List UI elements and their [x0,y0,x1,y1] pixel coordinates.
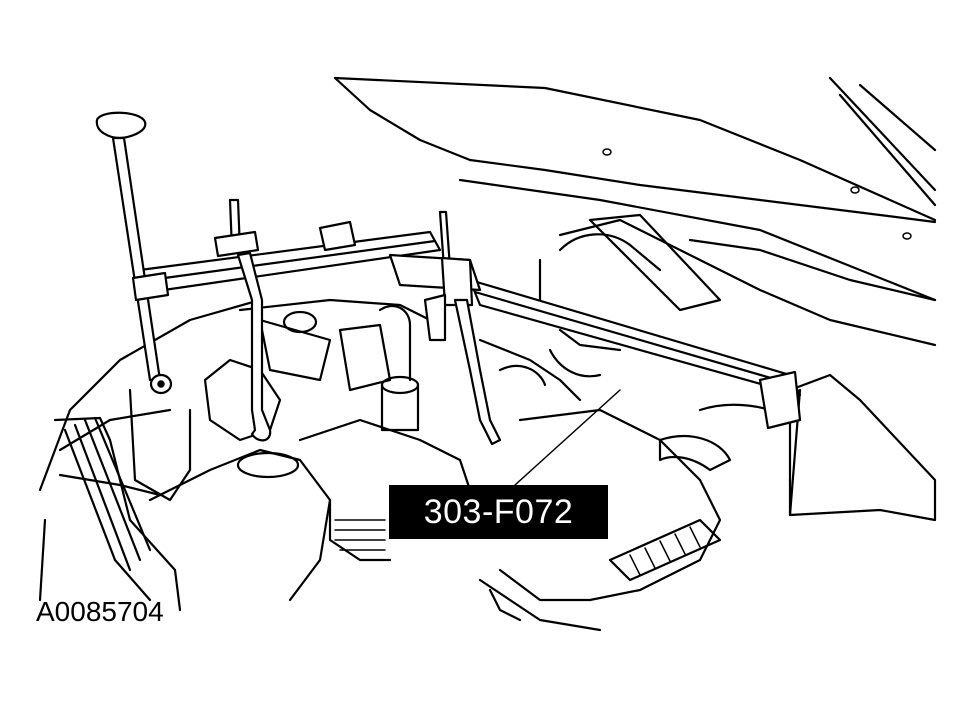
engine-support-bar [95,111,802,446]
left-fender [38,298,332,612]
figure-id: A0085704 [36,596,164,627]
strut-tower-right [788,373,937,522]
tool-callout-label: 303-F072 [423,492,574,531]
hood [333,76,937,347]
engine-components [203,233,792,632]
callout-leader [514,389,621,486]
tool-callout: 303-F072 [389,485,608,539]
